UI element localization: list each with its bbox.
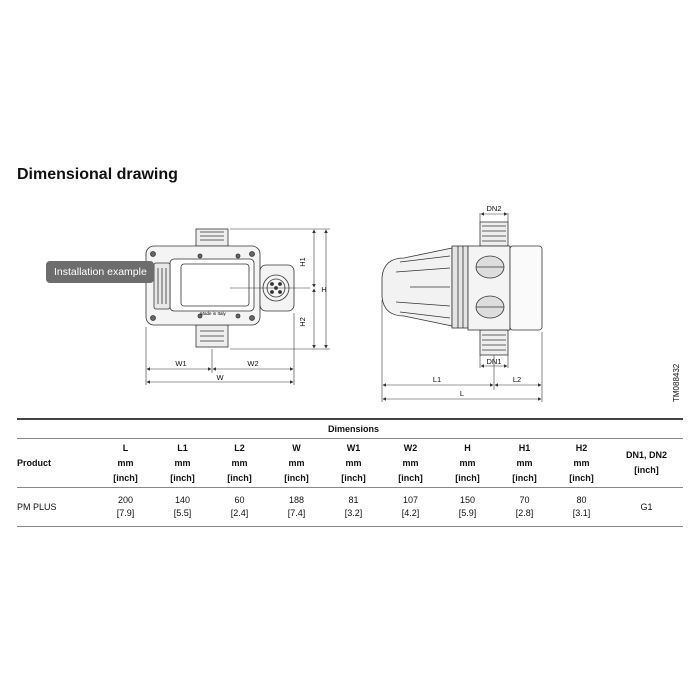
value-inch: [7.9] bbox=[116, 508, 135, 518]
value-mm: 188 bbox=[288, 495, 305, 505]
dn-column-header: DN1, DN2 [inch] bbox=[610, 438, 683, 488]
value-cell: 200 [7.9] bbox=[97, 487, 154, 527]
value-mm: 107 bbox=[402, 495, 419, 505]
dn-column-header-name: DN1, DN2 bbox=[625, 450, 667, 460]
made-in-italy-badge: Made in Italy bbox=[200, 311, 226, 316]
value-inch: [2.4] bbox=[230, 508, 249, 518]
dim-label-l2: L2 bbox=[513, 375, 521, 384]
side-view bbox=[381, 221, 543, 356]
value-cell: 70 [2.8] bbox=[496, 487, 553, 527]
column-header-name: W2 bbox=[403, 442, 418, 453]
value-cell: 60 [2.4] bbox=[211, 487, 268, 527]
column-header-unit1: mm bbox=[345, 457, 362, 468]
value-cell: 80 [3.1] bbox=[553, 487, 610, 527]
column-header: H1 mm [inch] bbox=[496, 438, 553, 488]
column-header-unit2: [inch] bbox=[569, 472, 594, 483]
value-inch: [7.4] bbox=[287, 508, 306, 518]
side-view-dimensions bbox=[381, 212, 543, 402]
value-mm: 81 bbox=[348, 495, 359, 505]
dim-label-l: L bbox=[460, 389, 464, 398]
dim-label-dn1: DN1 bbox=[486, 357, 501, 366]
column-header-name: W bbox=[292, 442, 301, 453]
column-header-unit1: mm bbox=[288, 457, 305, 468]
dimensional-drawing: Made in Italy H1 H2 H W1 W2 W bbox=[145, 204, 543, 402]
column-header-unit1: mm bbox=[573, 457, 590, 468]
column-header: W2 mm [inch] bbox=[382, 438, 439, 488]
column-header-unit2: [inch] bbox=[398, 472, 423, 483]
value-cell: 81 [3.2] bbox=[325, 487, 382, 527]
front-view-dimensions bbox=[145, 228, 330, 385]
value-mm: 200 bbox=[117, 495, 134, 505]
value-mm: 70 bbox=[519, 495, 530, 505]
column-header: W1 mm [inch] bbox=[325, 438, 382, 488]
value-inch: [5.5] bbox=[173, 508, 192, 518]
column-header-name: L2 bbox=[234, 442, 245, 453]
value-cell: 140 [5.5] bbox=[154, 487, 211, 527]
column-header: L2 mm [inch] bbox=[211, 438, 268, 488]
dim-label-h: H bbox=[321, 285, 326, 294]
column-header-unit2: [inch] bbox=[170, 472, 195, 483]
table-row: PM PLUS 200 [7.9] 140 [5.5] 60 [2.4] 188 [7.4] 81… bbox=[17, 487, 683, 527]
dim-label-h2: H2 bbox=[298, 317, 307, 327]
value-mm: 60 bbox=[234, 495, 245, 505]
column-header-unit2: [inch] bbox=[341, 472, 366, 483]
value-cell: 107 [4.2] bbox=[382, 487, 439, 527]
column-header-unit1: mm bbox=[402, 457, 419, 468]
dim-label-w2: W2 bbox=[247, 359, 258, 368]
value-cell: 150 [5.9] bbox=[439, 487, 496, 527]
column-header-unit1: mm bbox=[516, 457, 533, 468]
drawing-code: TM088432 bbox=[672, 363, 681, 402]
column-header-unit2: [inch] bbox=[455, 472, 480, 483]
value-inch: [3.1] bbox=[572, 508, 591, 518]
value-mm: 150 bbox=[459, 495, 476, 505]
page-title: Dimensional drawing bbox=[17, 166, 178, 183]
dimensions-group-header: Dimensions bbox=[97, 418, 610, 439]
dim-label-w1: W1 bbox=[175, 359, 186, 368]
product-header: Product bbox=[17, 438, 97, 488]
dim-label-w: W bbox=[216, 373, 224, 382]
dim-label-dn2: DN2 bbox=[486, 204, 501, 213]
column-header-unit1: mm bbox=[117, 457, 134, 468]
value-inch: [5.9] bbox=[458, 508, 477, 518]
column-header: L1 mm [inch] bbox=[154, 438, 211, 488]
column-header-unit2: [inch] bbox=[113, 472, 138, 483]
column-header-name: H1 bbox=[518, 442, 531, 453]
dim-label-h1: H1 bbox=[298, 257, 307, 267]
value-inch: [4.2] bbox=[401, 508, 420, 518]
product-cell: PM PLUS bbox=[17, 487, 97, 527]
value-cell: 188 [7.4] bbox=[268, 487, 325, 527]
value-mm: 140 bbox=[174, 495, 191, 505]
value-mm: 80 bbox=[576, 495, 587, 505]
column-header-name: L1 bbox=[177, 442, 188, 453]
dn-column-header-unit: [inch] bbox=[634, 465, 659, 475]
column-header: H2 mm [inch] bbox=[553, 438, 610, 488]
column-header-name: H bbox=[464, 442, 471, 453]
value-inch: [3.2] bbox=[344, 508, 363, 518]
dim-label-l1: L1 bbox=[433, 375, 441, 384]
installation-example-tooltip[interactable]: Installation example bbox=[46, 261, 154, 283]
value-inch: [2.8] bbox=[515, 508, 534, 518]
column-header-unit1: mm bbox=[459, 457, 476, 468]
column-header-name: W1 bbox=[346, 442, 361, 453]
front-view bbox=[145, 228, 295, 348]
column-header-unit1: mm bbox=[174, 457, 191, 468]
column-header-unit2: [inch] bbox=[512, 472, 537, 483]
dn-cell: G1 bbox=[610, 487, 683, 527]
column-header-unit2: [inch] bbox=[227, 472, 252, 483]
column-header-unit1: mm bbox=[231, 457, 248, 468]
column-header-unit2: [inch] bbox=[284, 472, 309, 483]
column-header-name: L bbox=[122, 442, 129, 453]
column-header-name: H2 bbox=[575, 442, 588, 453]
